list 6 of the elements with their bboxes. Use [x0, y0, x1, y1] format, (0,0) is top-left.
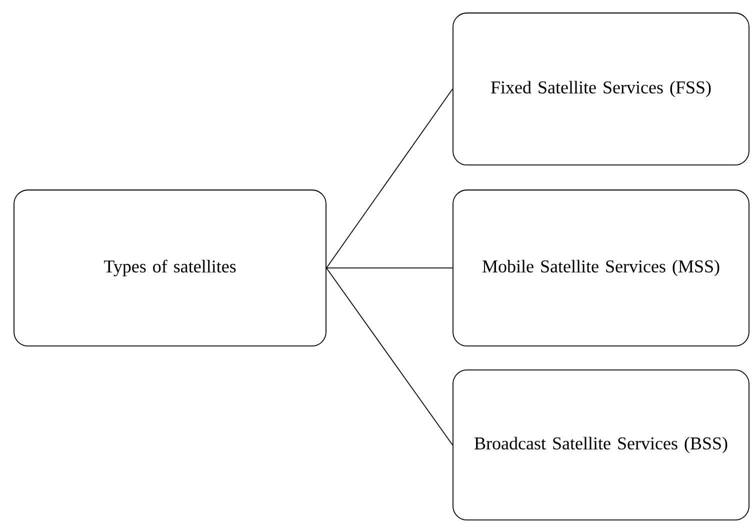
rounded-box: Broadcast Satellite Services (BSS)	[452, 370, 750, 520]
rounded-box: Mobile Satellite Services (MSS)	[452, 190, 750, 346]
rounded-box: Fixed Satellite Services (FSS)	[452, 12, 750, 166]
connector-line	[326, 268, 453, 446]
connector-line	[326, 88, 453, 268]
rounded-box: Types of satellites	[14, 190, 326, 346]
